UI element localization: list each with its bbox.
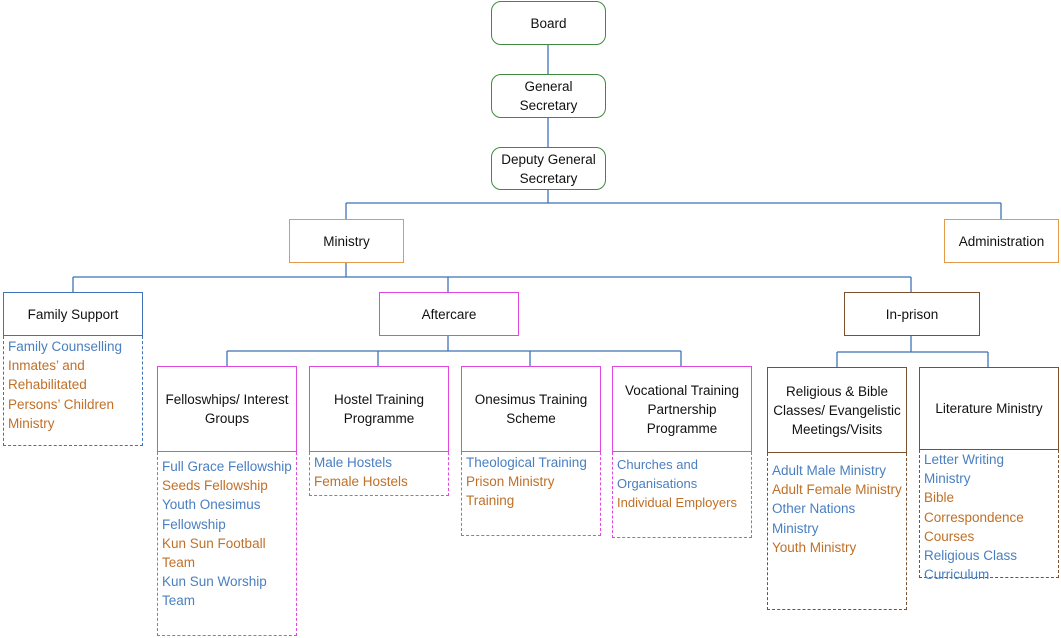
hostel-training-list: Male Hostels Female Hostels (309, 452, 449, 496)
list-item: Male Hostels (314, 455, 393, 470)
hostel-training-label: Hostel Training Programme (333, 392, 425, 426)
list-item: Other Nations Ministry (772, 501, 856, 536)
vocational-training-label: Vocational Training Partnership Programm… (624, 382, 740, 436)
list-item: Adult Female Ministry (772, 482, 902, 498)
list-item: Bible Correspondence Courses (924, 490, 1024, 544)
vocational-training-node: Vocational Training Partnership Programm… (612, 366, 752, 452)
family-support-node: Family Support (3, 292, 143, 336)
family-support-label: Family Support (27, 306, 119, 322)
in-prison-label: In-prison (885, 306, 939, 322)
hostel-training-node: Hostel Training Programme (309, 366, 449, 452)
list-item: Inmates’ and Rehabilitated Persons’ Chil… (8, 358, 115, 431)
board-label: Board (530, 15, 567, 31)
religious-bible-label: Religious & Bible Classes/ Evangelistic … (773, 383, 901, 437)
ministry-node: Ministry (289, 219, 404, 263)
onesimus-training-label: Onesimus Training Scheme (474, 392, 588, 426)
aftercare-label: Aftercare (421, 306, 477, 322)
board-node: Board (491, 1, 606, 45)
fellowships-label: Felloswhips/ Interest Groups (165, 392, 289, 426)
deputy-general-secretary-node: Deputy General Secretary (491, 147, 606, 190)
list-item: Seeds Fellowship (162, 478, 268, 494)
vocational-training-list: Churches and Organisations Individual Em… (612, 452, 752, 538)
list-item: Family Counselling (8, 339, 123, 354)
fellowships-list: Full Grace Fellowship Seeds Fellowship Y… (157, 452, 297, 636)
literature-ministry-list: Letter Writing Ministry Bible Correspond… (919, 450, 1059, 582)
deputy-general-secretary-label: Deputy General Secretary (501, 151, 596, 186)
fellowships-node: Felloswhips/ Interest Groups (157, 366, 297, 452)
ministry-label: Ministry (323, 233, 370, 249)
list-item: Churches and Organisations (617, 457, 698, 492)
in-prison-node: In-prison (844, 292, 980, 336)
general-secretary-node: General Secretary (491, 74, 606, 118)
religious-bible-node: Religious & Bible Classes/ Evangelistic … (767, 367, 907, 453)
administration-label: Administration (958, 233, 1045, 249)
list-item: Adult Male Ministry (772, 463, 887, 478)
onesimus-training-list: Theological Training Prison Ministry Tra… (461, 452, 601, 536)
administration-node: Administration (944, 219, 1059, 263)
list-item: Full Grace Fellowship (162, 459, 292, 474)
onesimus-training-node: Onesimus Training Scheme (461, 366, 601, 452)
list-item: Theological Training (466, 455, 587, 470)
list-item: Female Hostels (314, 474, 408, 490)
list-item: Kun Sun Football Team (162, 535, 266, 571)
general-secretary-label: General Secretary (519, 79, 578, 113)
literature-ministry-label: Literature Ministry (935, 401, 1043, 416)
list-item: Youth Ministry (772, 539, 857, 555)
religious-bible-list: Adult Male Ministry Adult Female Ministr… (767, 453, 907, 610)
aftercare-node: Aftercare (379, 292, 519, 336)
list-item: Prison Ministry Training (466, 474, 555, 509)
list-item: Youth Onesimus Fellowship (162, 497, 261, 532)
list-item: Religious Class Curriculum (924, 548, 1018, 583)
literature-ministry-node: Literature Ministry (919, 367, 1059, 450)
list-item: Kun Sun Worship Team (162, 574, 267, 609)
list-item: Individual Employers (617, 495, 737, 511)
list-item: Letter Writing Ministry (924, 452, 1005, 487)
family-support-list: Family Counselling Inmates’ and Rehabili… (3, 336, 143, 446)
